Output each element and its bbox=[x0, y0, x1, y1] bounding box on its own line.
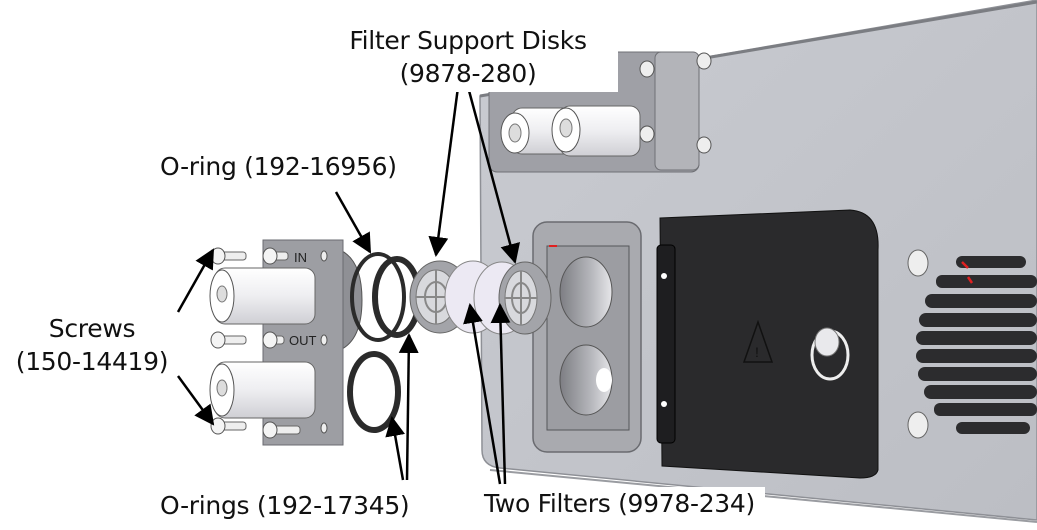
filter-stack bbox=[409, 260, 552, 335]
arrow-oring-single bbox=[334, 191, 372, 254]
access-door: ! bbox=[656, 209, 879, 479]
filter-support-disk-right bbox=[498, 261, 552, 335]
arrow-support-disk-right bbox=[462, 71, 520, 264]
arrow-screw-top bbox=[176, 248, 215, 313]
screw-icon bbox=[262, 421, 278, 439]
warning-icon bbox=[742, 319, 774, 363]
callout-oring-single: O-ring (192-16956) bbox=[160, 152, 397, 181]
screw-icon bbox=[639, 60, 655, 78]
arrow-oring-pair-top bbox=[398, 333, 419, 481]
screws-group bbox=[210, 247, 301, 439]
callout-screws: Screws (150-14419) bbox=[4, 312, 180, 378]
port-label-in: IN bbox=[294, 250, 307, 265]
screw-icon bbox=[907, 249, 929, 277]
screw-icon bbox=[262, 247, 278, 265]
screw-icon bbox=[210, 417, 226, 435]
svg-text:!: ! bbox=[755, 344, 759, 360]
arrow-filter-1 bbox=[463, 303, 502, 485]
arrow-support-disk-left bbox=[428, 71, 462, 257]
screw-icon bbox=[639, 125, 655, 143]
arrow-filter-2 bbox=[490, 303, 511, 485]
vent-grille bbox=[907, 249, 1037, 439]
screw-icon bbox=[210, 331, 226, 349]
screw-icon bbox=[262, 331, 278, 349]
arrow-oring-pair-bottom bbox=[385, 416, 405, 481]
screw-icon bbox=[696, 52, 712, 70]
outlet-fitting bbox=[209, 361, 316, 419]
callout-filter-support-disks-part: (9878-280) bbox=[399, 59, 537, 88]
filter-port-housing bbox=[532, 221, 642, 453]
leader-arrows bbox=[176, 71, 520, 485]
callout-orings-pair: O-rings (192-17345) bbox=[160, 491, 410, 520]
port-label-out: OUT bbox=[289, 333, 317, 348]
top-fittings bbox=[500, 105, 641, 157]
inlet-outlet-plate: IN OUT bbox=[209, 239, 363, 446]
screw-icon bbox=[907, 411, 929, 439]
callout-screws-name: Screws bbox=[48, 314, 136, 343]
callout-filter-support-disks: Filter Support Disks (9878-280) bbox=[318, 24, 618, 92]
callout-filter-support-disks-name: Filter Support Disks bbox=[349, 26, 587, 55]
callout-two-filters: Two Filters (9978-234) bbox=[478, 487, 765, 524]
inlet-fitting bbox=[209, 267, 316, 325]
screw-icon bbox=[696, 136, 712, 154]
arrow-screw-bottom bbox=[176, 375, 215, 426]
callout-screws-part: (150-14419) bbox=[15, 347, 169, 376]
